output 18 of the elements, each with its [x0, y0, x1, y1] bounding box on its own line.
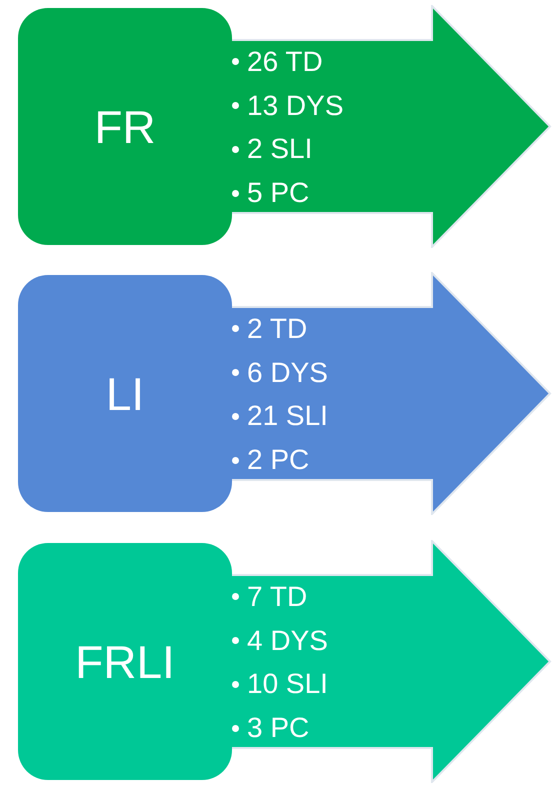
box-title: LI — [106, 366, 144, 420]
box-title: FR — [94, 100, 156, 154]
box-title: FRLI — [75, 634, 175, 688]
list-item: 2 SLI — [247, 133, 312, 166]
list-item: 13 DYS — [247, 90, 344, 122]
list-item: 2 PC — [247, 444, 310, 476]
list-item: 26 TD — [247, 46, 323, 78]
list-item: 10 SLI — [247, 668, 328, 700]
list-item: 5 PC — [247, 177, 310, 210]
rounded-box — [18, 543, 232, 780]
list-item: 7 TD — [247, 580, 308, 613]
list-item: 3 PC — [247, 712, 310, 744]
list-item: 2 TD — [247, 312, 308, 345]
list-item: 4 DYS — [247, 624, 328, 657]
list-item: 21 SLI — [247, 400, 328, 432]
list-item: 6 DYS — [247, 356, 328, 389]
rounded-box — [18, 275, 232, 512]
rounded-box — [18, 8, 232, 245]
